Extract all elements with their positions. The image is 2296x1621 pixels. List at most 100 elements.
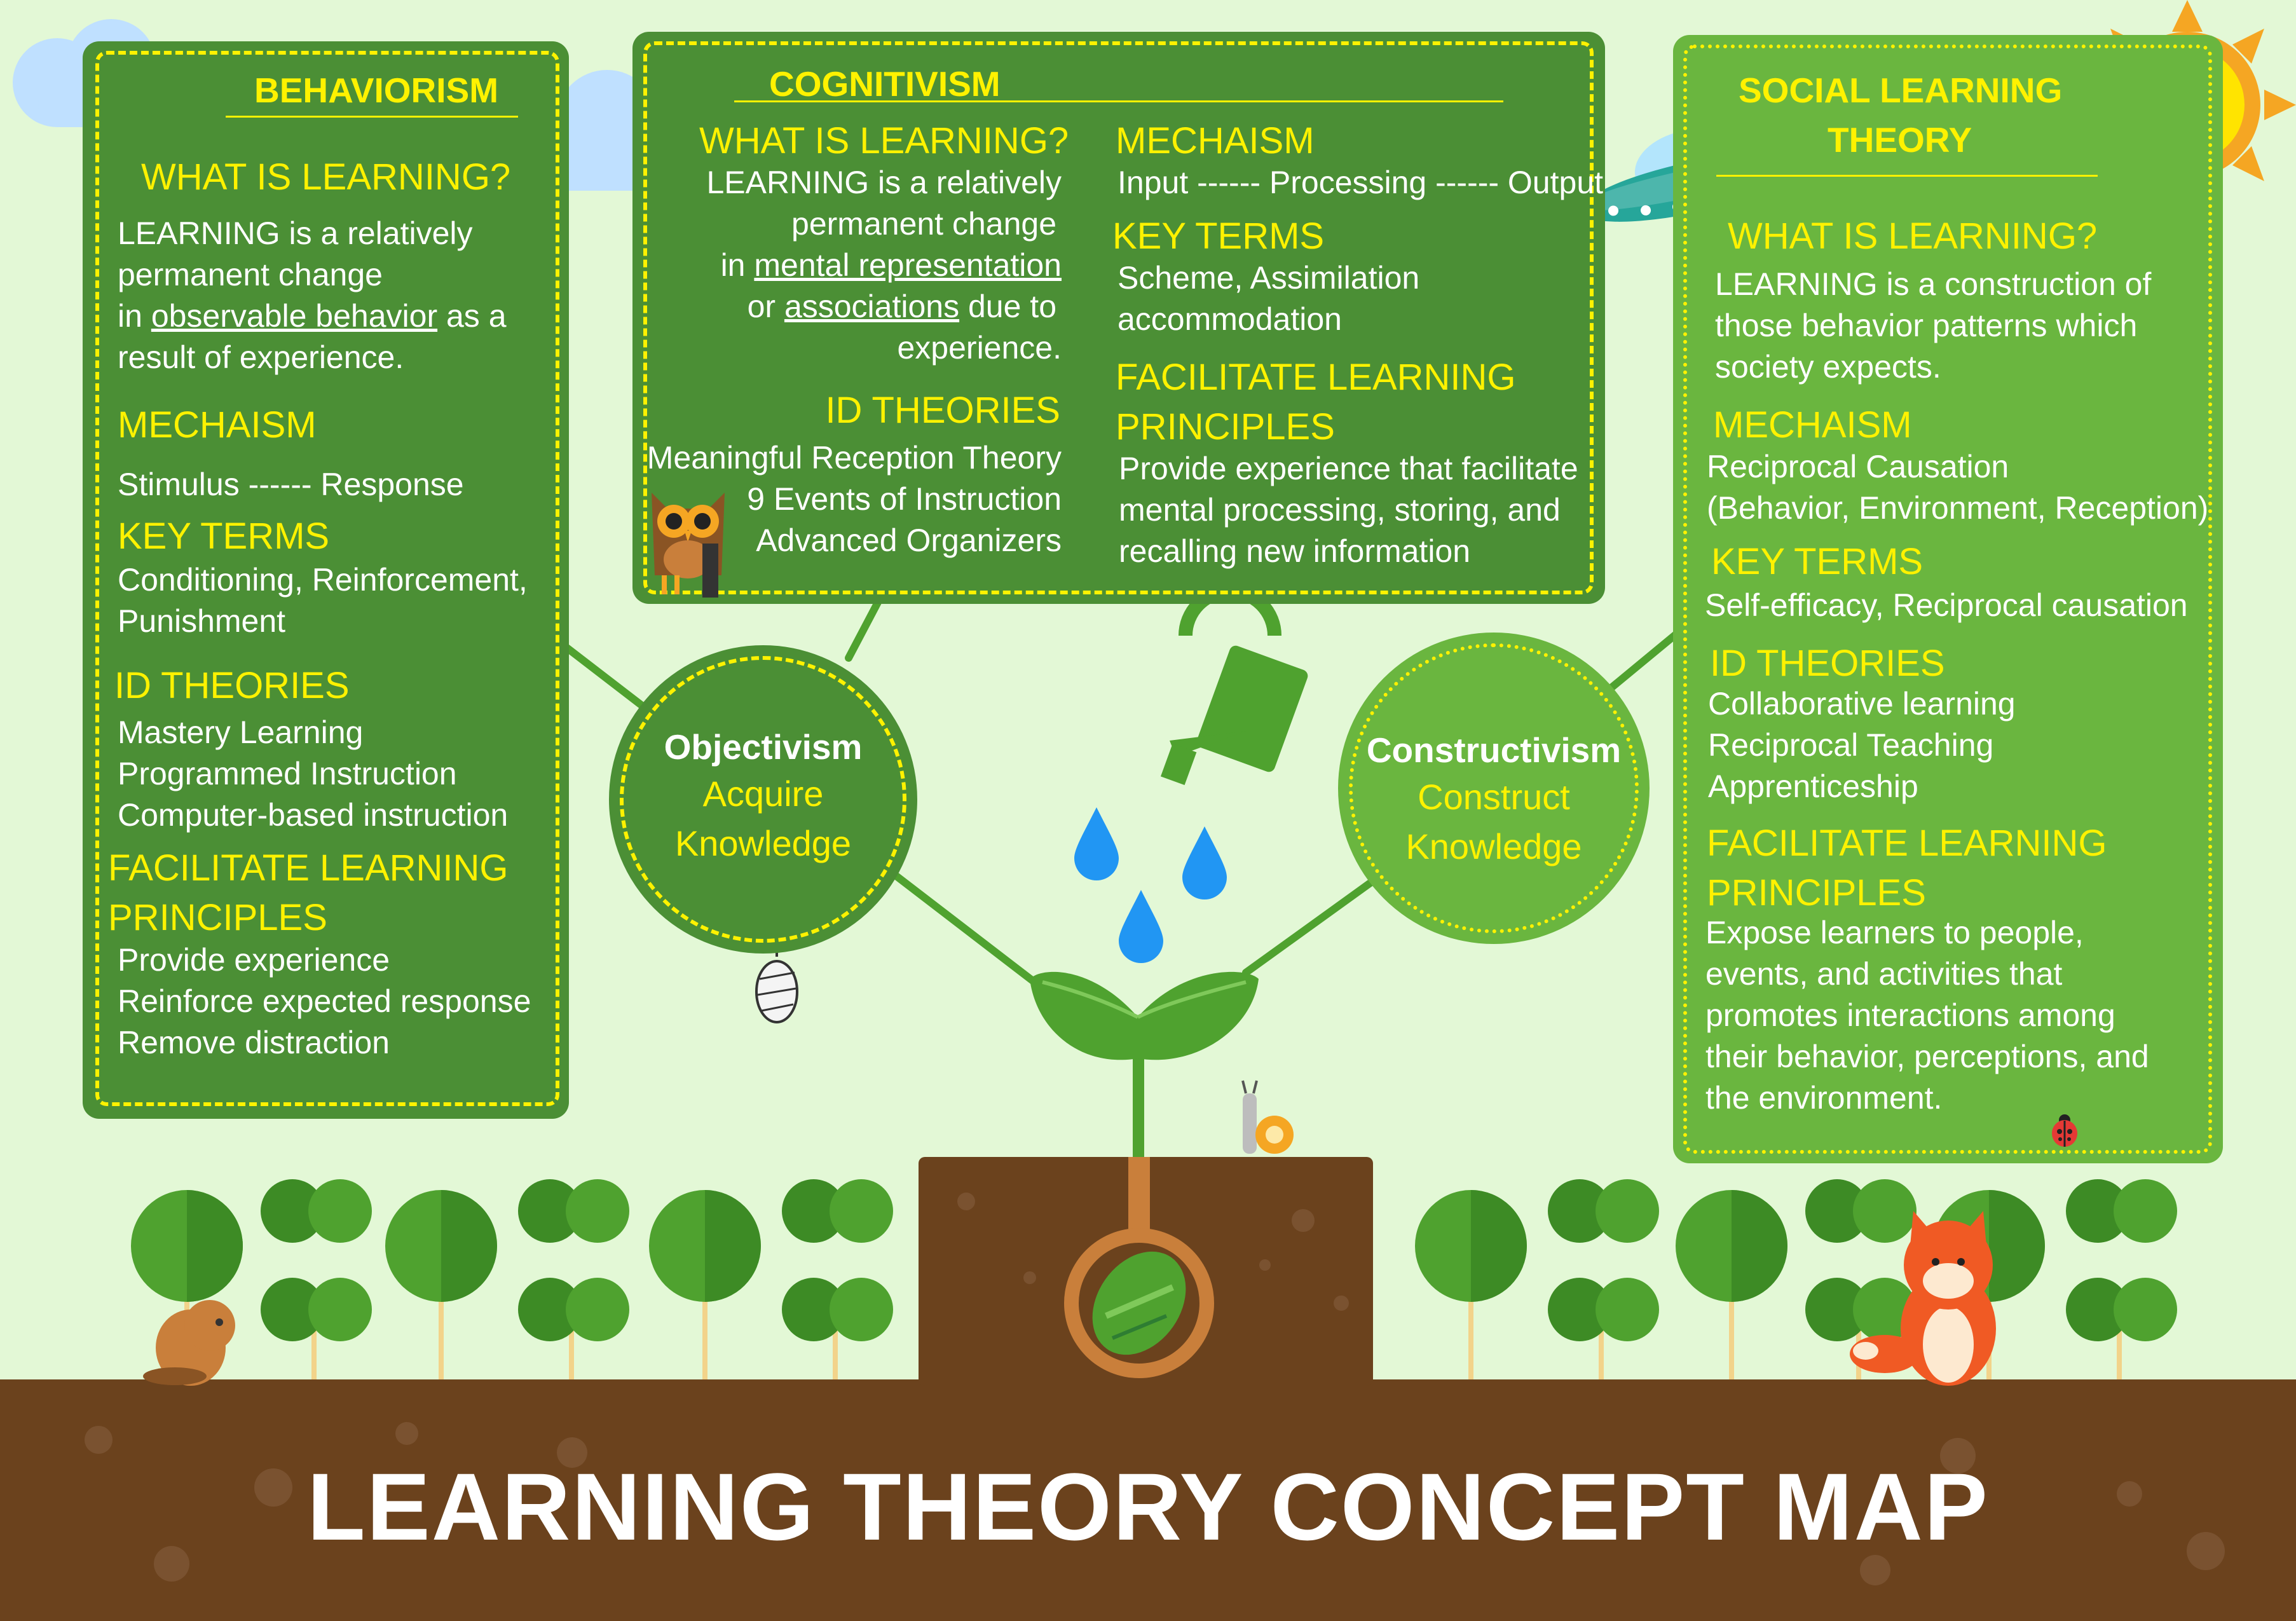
- behaviorism-what-line2: permanent change: [118, 257, 383, 292]
- social-mech-line1: Reciprocal Causation: [1707, 449, 2009, 484]
- behaviorism-fac-item: Provide experience: [118, 942, 390, 978]
- social-title-line2: THEORY: [1828, 120, 1972, 160]
- ladybug-icon: [2052, 1114, 2077, 1147]
- connector-behaviorism: [556, 638, 646, 709]
- cognitivism-id-heading: ID THEORIES: [825, 390, 1060, 431]
- cognitivism-id-item: Advanced Organizers: [756, 523, 1062, 558]
- behaviorism-title: BEHAVIORISM: [254, 71, 499, 110]
- cognitivism-fac-line2: mental processing, storing, and: [1119, 492, 1561, 528]
- objectivism-title: Objectivism: [664, 727, 863, 767]
- behaviorism-mech-text: Stimulus ------ Response: [118, 467, 464, 502]
- cognitivism-id-item: 9 Events of Instruction: [747, 481, 1062, 517]
- observable-behavior-link: observable behavior: [151, 298, 438, 334]
- connector-cognitivism: [845, 594, 884, 662]
- cognitivism-fac-heading-line2: PRINCIPLES: [1116, 406, 1335, 448]
- cognitivism-what-heading: WHAT IS LEARNING?: [699, 120, 1069, 161]
- cognitivism-dashed-border: [643, 41, 1594, 594]
- cognitivism-what-line5: experience.: [897, 330, 1062, 366]
- cognitivism-what-line2: permanent change: [791, 206, 1056, 242]
- cognitivism-key-heading: KEY TERMS: [1112, 215, 1325, 257]
- connector-social: [1601, 629, 1682, 697]
- cognitivism-key-line2: accommodation: [1117, 301, 1342, 337]
- behaviorism-id-item: Mastery Learning: [118, 715, 364, 750]
- social-what-heading: WHAT IS LEARNING?: [1728, 215, 2098, 257]
- social-fac-heading-line1: FACILITATE LEARNING: [1707, 823, 2107, 864]
- fox-icon: [1850, 1211, 1996, 1386]
- constructivism-title: Constructivism: [1366, 730, 1622, 770]
- mental-representation-link: mental representation: [754, 247, 1062, 283]
- cognitivism-title: COGNITIVISM: [769, 64, 1001, 104]
- social-id-item: Reciprocal Teaching: [1708, 727, 1994, 763]
- owl-icon: [652, 493, 725, 598]
- behaviorism-what-line1: LEARNING is a relatively: [118, 215, 473, 251]
- behaviorism-key-line1: Conditioning, Reinforcement,: [118, 562, 528, 598]
- connector-objectivism: [873, 858, 1059, 1002]
- beaver-icon: [143, 1300, 235, 1386]
- social-fac-item: Expose learners to people,: [1705, 915, 2084, 950]
- cognitivism-what-line1: LEARNING is a relatively: [706, 165, 1062, 200]
- behaviorism-id-item: Programmed Instruction: [118, 756, 457, 791]
- cognitivism-id-item: Meaningful Reception Theory: [646, 440, 1062, 475]
- social-what-line1: LEARNING is a construction of: [1715, 266, 2152, 302]
- behaviorism-id-heading: ID THEORIES: [114, 665, 350, 706]
- social-fac-item: events, and activities that: [1705, 956, 2063, 992]
- page-title: LEARNING THEORY CONCEPT MAP: [307, 1453, 1989, 1560]
- behaviorism-fac-item: Remove distraction: [118, 1025, 390, 1060]
- cognitivism-mech-heading: MECHAISM: [1116, 120, 1315, 161]
- behaviorism-fac-item: Reinforce expected response: [118, 983, 531, 1019]
- constructivism-sub-line1: Construct: [1418, 777, 1570, 817]
- cognitivism-fac-heading-line1: FACILITATE LEARNING: [1116, 357, 1516, 398]
- behaviorism-what-line4: result of experience.: [118, 339, 404, 375]
- behaviorism-fac-heading-line2: PRINCIPLES: [108, 897, 327, 938]
- cognitivism-mech-text: Input ------ Processing ------ Output: [1117, 165, 1604, 200]
- objectivism-circle-border: [620, 656, 906, 943]
- cognitivism-fac-line3: recalling new information: [1119, 533, 1471, 569]
- social-key-heading: KEY TERMS: [1711, 541, 1924, 582]
- objectivism-sub-line2: Knowledge: [674, 823, 852, 863]
- constructivism-circle-border: [1349, 643, 1639, 933]
- soil-ground: [0, 1379, 2296, 1621]
- snail-icon: [1241, 1080, 1294, 1154]
- behaviorism-title-underline: [226, 116, 518, 118]
- social-key-text: Self-efficacy, Reciprocal causation: [1705, 587, 2188, 623]
- seed-icon: [1064, 1157, 1214, 1378]
- watering-can-icon: [1160, 584, 1308, 786]
- social-what-line2: those behavior patterns which: [1715, 308, 2138, 343]
- behaviorism-what-heading: WHAT IS LEARNING?: [141, 156, 511, 198]
- cognitivism-key-line1: Scheme, Assimilation: [1117, 260, 1420, 296]
- social-title-line1: SOCIAL LEARNING: [1739, 71, 2063, 110]
- cognitivism-what-line4: or associations due to: [747, 289, 1056, 324]
- social-id-heading: ID THEORIES: [1710, 643, 1945, 684]
- objectivism-labels: Objectivism Acquire Knowledge: [609, 725, 917, 868]
- behaviorism-what-line3: in observable behavior as a: [118, 298, 507, 334]
- behaviorism-mech-heading: MECHAISM: [118, 404, 317, 446]
- trees-left: [131, 1179, 893, 1379]
- cognitivism-panel: [632, 32, 1605, 604]
- cognitivism-fac-line1: Provide experience that facilitate: [1119, 451, 1578, 486]
- constructivism-labels: Constructivism Construct Knowledge: [1338, 728, 1650, 872]
- constructivism-sub-line2: Knowledge: [1405, 826, 1582, 866]
- social-title-underline: [1716, 175, 2098, 177]
- connector-constructivism: [1242, 870, 1386, 976]
- cognitivism-title-underline: [734, 100, 1503, 102]
- sprout-icon: [1030, 971, 1259, 1163]
- social-id-item: Apprenticeship: [1708, 769, 1918, 804]
- behaviorism-id-item: Computer-based instruction: [118, 797, 509, 833]
- behaviorism-key-line2: Punishment: [118, 603, 286, 639]
- social-id-item: Collaborative learning: [1708, 686, 2016, 722]
- trees-right: [1415, 1179, 2177, 1379]
- behaviorism-panel: [83, 41, 569, 1119]
- associations-link: associations: [784, 289, 960, 324]
- social-learning-dotted-border: [1683, 44, 2212, 1154]
- social-fac-item: promotes interactions among: [1705, 997, 2115, 1033]
- behaviorism-fac-heading-line1: FACILITATE LEARNING: [108, 847, 509, 889]
- behaviorism-dashed-border: [95, 51, 559, 1106]
- objectivism-sub-line1: Acquire: [702, 774, 824, 814]
- social-learning-panel: [1673, 35, 2223, 1163]
- cocoon-icon: [755, 934, 798, 1023]
- social-fac-heading-line2: PRINCIPLES: [1707, 872, 1926, 913]
- social-fac-item: the environment.: [1705, 1080, 1943, 1116]
- social-fac-item: their behavior, perceptions, and: [1705, 1039, 2149, 1074]
- behaviorism-key-heading: KEY TERMS: [118, 516, 330, 557]
